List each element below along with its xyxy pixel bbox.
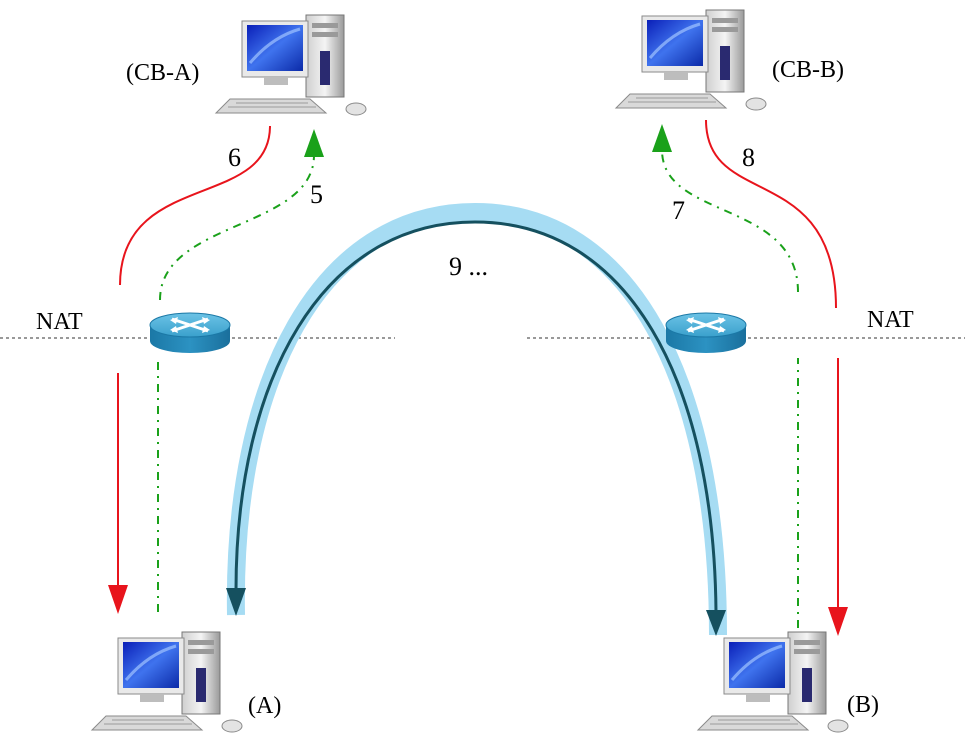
computer-icon-b	[696, 630, 850, 734]
router-icon	[148, 311, 232, 355]
arrowhead-red-right	[828, 607, 848, 636]
step-label-7: 7	[672, 196, 685, 225]
computer-icon-a	[90, 630, 244, 734]
green-path-7-upper	[661, 149, 799, 293]
router-icon	[664, 311, 748, 355]
nat-label-left: NAT	[36, 309, 83, 335]
node-label-cb-a: (CB-A)	[126, 60, 199, 86]
arrowhead-red-left	[108, 585, 128, 614]
node-label-b: (B)	[847, 692, 879, 718]
step-label-6: 6	[228, 143, 241, 172]
red-path-6-upper	[119, 125, 271, 286]
green-path-5-upper	[159, 154, 315, 301]
arrowhead-green-left	[304, 129, 324, 157]
computer-icon-cb-b	[614, 8, 768, 112]
node-label-cb-b: (CB-B)	[772, 57, 844, 83]
step-label-9: 9 ...	[449, 252, 488, 281]
step-label-5: 5	[310, 180, 323, 209]
red-path-8-upper	[705, 119, 837, 309]
nat-label-right: NAT	[867, 307, 914, 333]
computer-icon-cb-a	[214, 13, 368, 117]
node-label-a: (A)	[248, 693, 281, 719]
arrowhead-arc-right	[706, 610, 726, 636]
step-label-8: 8	[742, 143, 755, 172]
direct-connection-arc	[234, 220, 718, 613]
arrowhead-arc-left	[226, 588, 246, 616]
arrowhead-green-right	[652, 124, 672, 152]
